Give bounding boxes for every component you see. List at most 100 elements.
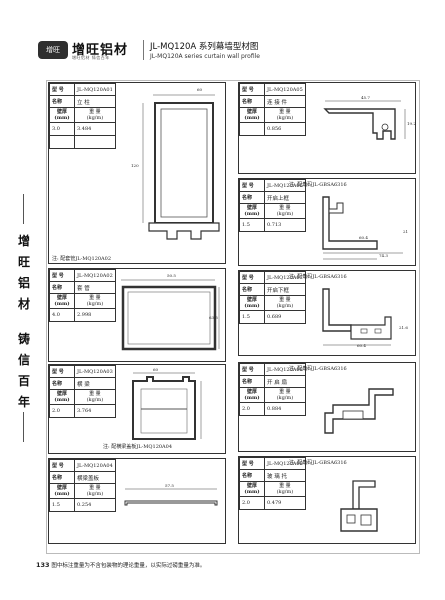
catalog-frame — [46, 80, 420, 554]
brand-logo: 增旺 — [38, 41, 68, 59]
model-label: 型 号 — [239, 83, 265, 96]
profile-note: 注: 配横梁盖板JL-MQ120A04 — [103, 444, 173, 450]
dim-label: 63.5 — [209, 315, 218, 320]
profile-note: 注: 配角码JL-GBSA6316 — [289, 460, 347, 466]
model-value: JL-MQ120A01 — [74, 83, 116, 96]
wall-value: 1.5 — [239, 218, 265, 232]
name-label: 名称 — [239, 283, 265, 296]
wall-value: 2.0 — [239, 402, 265, 416]
dim-label: 60.4 — [359, 235, 368, 240]
vent-sash-profile-drawing — [324, 388, 394, 434]
model-label: 型 号 — [49, 83, 75, 96]
catalog-title-en: JL-MQ120A series curtain wall profile — [150, 53, 260, 60]
catalog-title-cn: JL-MQ120A 系列幕墙型材图 — [150, 42, 259, 52]
header-divider — [143, 40, 144, 60]
name-label: 名称 — [49, 95, 75, 108]
dim-label: 50.5 — [167, 273, 176, 278]
name-value: 玻 璃 托 — [264, 469, 306, 482]
weight-value: 0.479 — [264, 496, 306, 510]
lower-frame-profile-drawing — [322, 288, 392, 346]
model-label: 型 号 — [239, 363, 265, 376]
wall-header: 壁厚(mm) — [49, 293, 75, 309]
weight-value: 3.764 — [74, 404, 116, 418]
name-value: 横梁盖板 — [74, 471, 116, 484]
wall-value — [239, 122, 265, 136]
name-value: 套 管 — [74, 281, 116, 294]
name-label: 名称 — [239, 375, 265, 388]
model-label: 型 号 — [239, 271, 265, 284]
side-rule-top — [23, 194, 24, 224]
weight-header: 重 量(kg/m) — [264, 203, 306, 219]
weight-value: 0.689 — [264, 310, 306, 324]
wall-header: 壁厚(mm) — [239, 295, 265, 311]
sleeve-profile-drawing — [121, 279, 220, 351]
connector-profile-drawing — [323, 100, 406, 140]
weight-header: 重 量(kg/m) — [74, 293, 116, 309]
dim-label: 120 — [131, 163, 139, 168]
side-char: 旺 — [17, 255, 30, 269]
weight-header: 重 量(kg/m) — [264, 107, 306, 123]
profile-note: 注: 配角码JL-GBSA6316 — [289, 274, 347, 280]
side-char: 百 — [17, 374, 30, 388]
name-label: 名称 — [49, 281, 75, 294]
weight-header: 重 量(kg/m) — [74, 107, 116, 123]
weight-header: 重 量(kg/m) — [74, 483, 116, 499]
transom-profile-drawing — [132, 372, 202, 440]
dim-label: 45.7 — [361, 95, 370, 100]
column-profile-drawing — [142, 94, 220, 240]
dim-label: 60 — [153, 367, 159, 372]
wall-header: 壁厚(mm) — [239, 387, 265, 403]
weight-header: 重 量(kg/m) — [264, 387, 306, 403]
dim-label: 21.6 — [399, 325, 408, 330]
page-footer: 133 图中标注重量为不含包装物的理论重量，以实际过磅重量为准。 — [36, 561, 205, 569]
side-char: 增 — [17, 234, 30, 248]
name-value: 横 梁 — [74, 377, 116, 390]
wall-header: 壁厚(mm) — [239, 107, 265, 123]
name-value: 开启上框 — [264, 191, 306, 204]
name-label: 名称 — [239, 95, 265, 108]
cover-profile-drawing — [124, 488, 218, 506]
wall-header: 壁厚(mm) — [239, 481, 265, 497]
model-label: 型 号 — [49, 365, 75, 378]
wall-value: 2.0 — [239, 496, 265, 510]
footer-note: 图中标注重量为不含包装物的理论重量，以实际过磅重量为准。 — [51, 563, 206, 569]
name-label: 名称 — [239, 191, 265, 204]
weight-value: 0.884 — [264, 402, 306, 416]
name-label: 名称 — [49, 377, 75, 390]
name-value: 开 启 扇 — [264, 375, 306, 388]
model-label: 型 号 — [49, 269, 75, 282]
weight-value: 2.998 — [74, 308, 116, 322]
model-label: 型 号 — [239, 457, 265, 470]
wall-value: 3.0 — [49, 122, 75, 136]
side-rule-bottom — [23, 412, 24, 442]
wall-header: 壁厚(mm) — [49, 483, 75, 499]
name-value: 立 柱 — [74, 95, 116, 108]
name-label: 名称 — [49, 471, 75, 484]
profile-note: 注: 配角码JL-GBSA6316 — [289, 182, 347, 188]
wall-value: 4.0 — [49, 308, 75, 322]
weight-value: 0.254 — [74, 498, 116, 512]
dim-label: 74.3 — [379, 253, 388, 258]
side-char: 年 — [17, 395, 30, 409]
side-char: 信 — [17, 353, 30, 367]
upper-frame-profile-drawing — [322, 196, 403, 260]
model-value: JL-MQ120A05 — [264, 83, 306, 96]
profile-note: 注: 配套管JL-MQ120A02 — [52, 256, 112, 262]
weight-value: 0.713 — [264, 218, 306, 232]
wall-header: 壁厚(mm) — [49, 389, 75, 405]
logo-text: 增旺 — [46, 46, 60, 54]
name-value: 连 接 件 — [264, 95, 306, 108]
